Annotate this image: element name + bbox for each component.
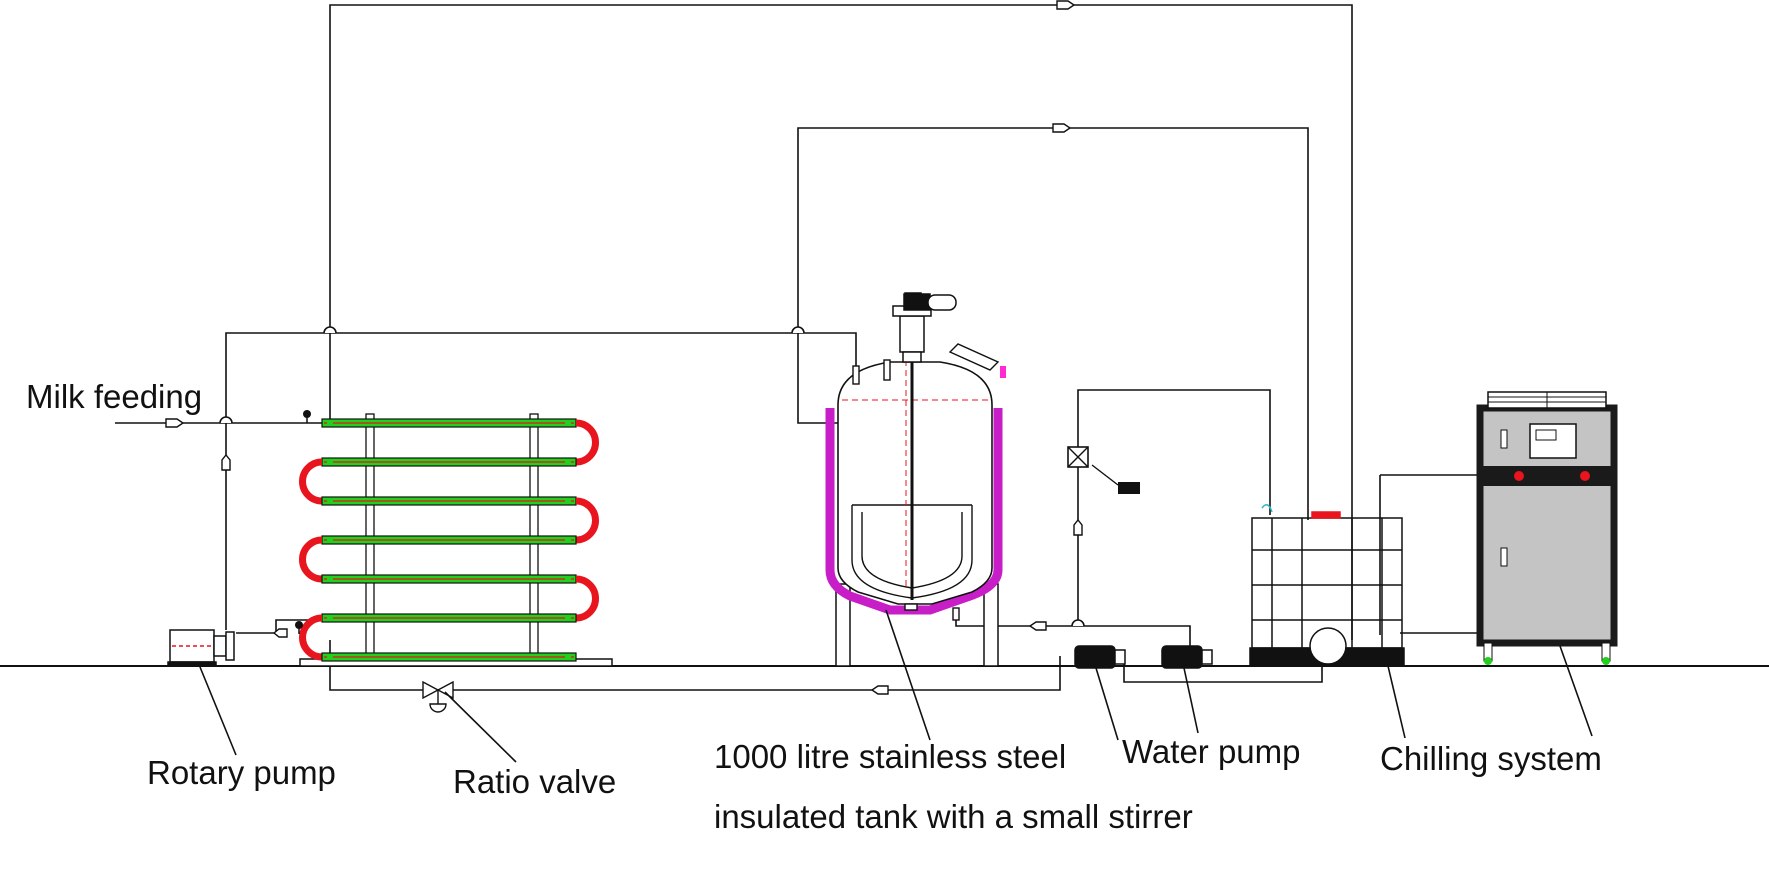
leader-lines xyxy=(199,609,1593,763)
label-chilling-system: Chilling system xyxy=(1380,740,1602,777)
coil-bend xyxy=(575,575,599,622)
insulated-tank xyxy=(825,292,1006,667)
flow-arrows xyxy=(165,0,1083,695)
water-pumps xyxy=(1074,645,1213,669)
label-tank-line1: 1000 litre stainless steel xyxy=(714,738,1067,775)
label-tank-line2: insulated tank with a small stirrer xyxy=(714,798,1193,835)
label-milk-feeding: Milk feeding xyxy=(26,378,203,415)
coil-bend xyxy=(299,536,323,583)
coil-bend xyxy=(299,614,323,661)
piping xyxy=(115,4,1480,691)
coil-bend xyxy=(575,419,599,466)
label-rotary-pump: Rotary pump xyxy=(147,754,336,791)
coil-bend xyxy=(299,458,323,505)
coil-heat-exchanger xyxy=(299,413,613,667)
ibc-tank xyxy=(1249,504,1405,667)
rotary-pump xyxy=(167,629,235,667)
coil-bend xyxy=(575,497,599,544)
label-ratio-valve: Ratio valve xyxy=(453,763,617,800)
ratio-valve xyxy=(422,680,454,713)
control-valve xyxy=(1067,446,1140,494)
label-water-pump: Water pump xyxy=(1122,733,1301,770)
chilling-system xyxy=(1476,391,1618,665)
